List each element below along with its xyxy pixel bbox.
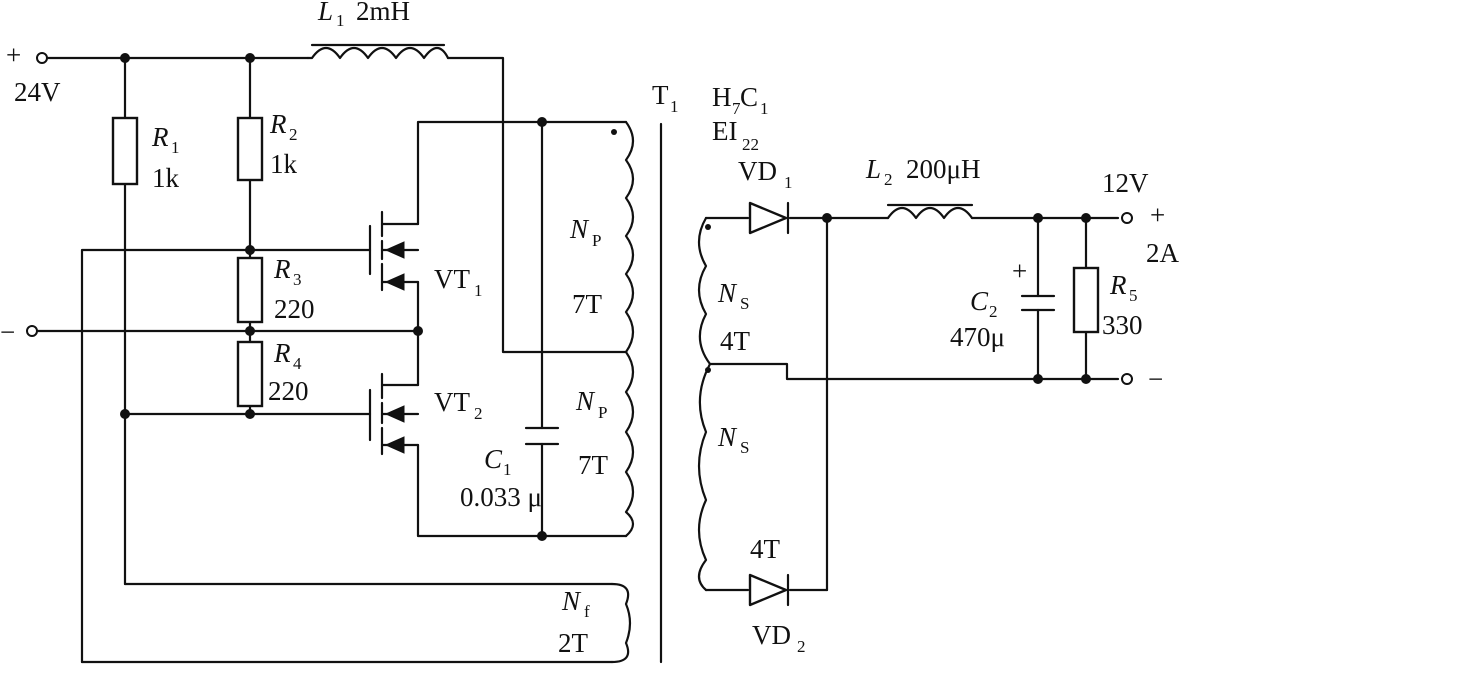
mosfet-vt1 bbox=[368, 210, 420, 292]
output-plus-sign: + bbox=[1150, 200, 1165, 230]
polarity-dot-primary bbox=[611, 129, 617, 135]
vd2-ref: VD bbox=[752, 620, 791, 650]
r1-value: 1k bbox=[152, 163, 180, 193]
r4-value: 220 bbox=[268, 376, 309, 406]
c2-sub: 2 bbox=[989, 302, 998, 321]
resistor-r4 bbox=[236, 340, 264, 408]
winding-ns-upper bbox=[697, 216, 712, 366]
vt1-ref: VT bbox=[434, 264, 470, 294]
resistor-r2 bbox=[236, 116, 264, 182]
r5-value: 330 bbox=[1102, 310, 1143, 340]
output-plus-terminal bbox=[1121, 212, 1133, 224]
t1-sub: 1 bbox=[670, 97, 679, 116]
l2-value: 200μH bbox=[906, 154, 980, 184]
ns-upper-ref: N bbox=[717, 278, 738, 308]
polarity-dot-secondary-upper bbox=[705, 224, 711, 230]
resistor-r1 bbox=[111, 116, 139, 186]
vt2-sub: 2 bbox=[474, 404, 483, 423]
t1-core-a-sub: 7 bbox=[732, 99, 741, 118]
winding-np-upper bbox=[624, 120, 635, 354]
input-minus-terminal bbox=[26, 325, 38, 337]
capacitor-c1 bbox=[524, 426, 560, 446]
nf-sub: f bbox=[584, 602, 590, 621]
inductor-l1 bbox=[306, 46, 450, 60]
output-minus-terminal bbox=[1121, 373, 1133, 385]
diode-vd1 bbox=[748, 201, 790, 235]
r4-sub: 4 bbox=[293, 354, 302, 373]
winding-np-lower bbox=[624, 350, 635, 538]
ns-lower-sub: S bbox=[740, 438, 749, 457]
r3-sub: 3 bbox=[293, 270, 302, 289]
input-plus-terminal bbox=[36, 52, 48, 64]
t1-core-c-sub: 22 bbox=[742, 135, 759, 154]
input-plus-sign: + bbox=[6, 40, 21, 70]
mosfet-vt2 bbox=[368, 372, 420, 456]
r4-ref: R bbox=[273, 338, 291, 368]
r3-value: 220 bbox=[274, 294, 315, 324]
r1-sub: 1 bbox=[171, 138, 180, 157]
c2-polarity: + bbox=[1012, 256, 1027, 286]
output-voltage-label: 12V bbox=[1102, 168, 1149, 198]
resistor-r5 bbox=[1072, 266, 1100, 334]
l1-sub: 1 bbox=[336, 11, 345, 30]
nf-turns: 2T bbox=[558, 628, 589, 658]
junction-dots bbox=[120, 53, 1091, 541]
ns-lower-ref: N bbox=[717, 422, 738, 452]
vd1-ref: VD bbox=[738, 156, 777, 186]
np-lower-sub: P bbox=[598, 403, 607, 422]
t1-core-b-sub: 1 bbox=[760, 99, 769, 118]
l1-ref: L bbox=[317, 0, 333, 26]
np-upper-ref: N bbox=[569, 214, 590, 244]
output-current-label: 2A bbox=[1146, 238, 1180, 268]
vt2-ref: VT bbox=[434, 387, 470, 417]
r5-sub: 5 bbox=[1129, 286, 1138, 305]
r2-value: 1k bbox=[270, 149, 298, 179]
r1-ref: R bbox=[151, 122, 169, 152]
l2-ref: L bbox=[865, 154, 881, 184]
vt1-sub: 1 bbox=[474, 281, 483, 300]
r2-sub: 2 bbox=[289, 125, 298, 144]
c1-sub: 1 bbox=[503, 460, 512, 479]
l1-value: 2mH bbox=[356, 0, 410, 26]
ns-upper-turns: 4T bbox=[720, 326, 751, 356]
input-minus-sign: − bbox=[0, 317, 15, 347]
output-minus-sign: − bbox=[1148, 364, 1163, 394]
inductor-l2 bbox=[886, 206, 974, 220]
r3-ref: R bbox=[273, 254, 291, 284]
c1-value: 0.033 μ bbox=[460, 482, 542, 512]
t1-core-c: EI bbox=[712, 116, 737, 146]
c2-ref: C bbox=[970, 286, 989, 316]
vd2-sub: 2 bbox=[797, 637, 806, 656]
ns-lower-turns: 4T bbox=[750, 534, 781, 564]
ns-upper-sub: S bbox=[740, 294, 749, 313]
np-upper-sub: P bbox=[592, 231, 601, 250]
t1-ref: T bbox=[652, 80, 669, 110]
diode-vd2 bbox=[748, 573, 790, 607]
np-lower-turns: 7T bbox=[578, 450, 609, 480]
t1-core-b: C bbox=[740, 82, 758, 112]
nf-ref: N bbox=[561, 586, 582, 616]
c2-value: 470μ bbox=[950, 322, 1005, 352]
t1-core-a: H bbox=[712, 82, 732, 112]
polarity-dot-secondary-lower bbox=[705, 367, 711, 373]
vd1-sub: 1 bbox=[784, 173, 793, 192]
winding-nf bbox=[610, 582, 632, 664]
resistor-r3 bbox=[236, 256, 264, 324]
np-lower-ref: N bbox=[575, 386, 596, 416]
r2-ref: R bbox=[269, 109, 287, 139]
r5-ref: R bbox=[1109, 270, 1127, 300]
wires bbox=[35, 56, 1120, 664]
capacitor-c2 bbox=[1020, 294, 1056, 312]
c1-ref: C bbox=[484, 444, 503, 474]
l2-sub: 2 bbox=[884, 170, 893, 189]
winding-ns-lower bbox=[697, 362, 712, 592]
input-voltage-label: 24V bbox=[14, 77, 61, 107]
np-upper-turns: 7T bbox=[572, 289, 603, 319]
